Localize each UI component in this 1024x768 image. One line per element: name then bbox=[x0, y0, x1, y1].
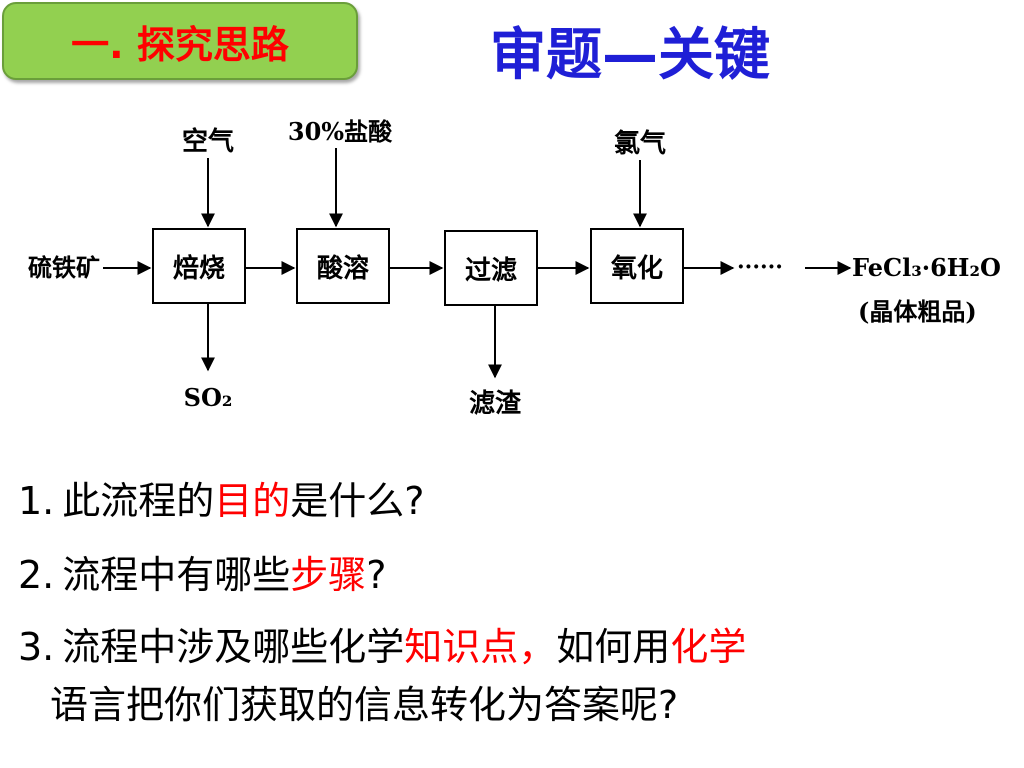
question-3: 3.流程中涉及哪些化学知识点，如何用化学 bbox=[18, 616, 746, 671]
reagent-air: 空气 bbox=[182, 126, 234, 157]
question-3-text-a: 流程中涉及哪些化学 bbox=[62, 625, 405, 669]
byproduct-so2: SO₂ bbox=[184, 383, 233, 412]
section-label: 一. 探究思路 bbox=[71, 22, 289, 67]
question-1-text-b: 是什么? bbox=[290, 479, 425, 523]
question-1-number: 1. bbox=[18, 479, 55, 523]
question-1-text-a: 此流程的 bbox=[62, 479, 215, 523]
input-label-ore: 硫铁矿 bbox=[28, 253, 100, 282]
question-2-text-a: 流程中有哪些 bbox=[62, 553, 291, 597]
question-1: 1.此流程的目的是什么? bbox=[18, 470, 424, 525]
question-2-highlight: 步骤 bbox=[290, 553, 367, 597]
section-badge: 一. 探究思路 bbox=[2, 2, 358, 80]
question-2-text-b: ? bbox=[366, 553, 387, 597]
question-3-text-b: 如何用 bbox=[556, 625, 671, 669]
step-box-filter bbox=[444, 230, 538, 306]
byproduct-residue: 滤渣 bbox=[469, 389, 522, 419]
question-1-highlight: 目的 bbox=[214, 479, 291, 523]
step-box-dissolve bbox=[296, 228, 390, 304]
product-note: (晶体粗品) bbox=[858, 297, 977, 326]
step-label-dissolve: 酸溶 bbox=[317, 253, 369, 284]
step-label-oxidize: 氧化 bbox=[610, 254, 663, 284]
flow-ellipsis: ······ bbox=[737, 254, 783, 280]
step-label-roast: 焙烧 bbox=[173, 253, 225, 284]
question-3-number: 3. bbox=[18, 625, 55, 669]
step-label-filter: 过滤 bbox=[465, 256, 517, 286]
page-title: 审题—关键 bbox=[490, 23, 770, 88]
question-2-number: 2. bbox=[18, 553, 55, 597]
question-3-highlight: 知识点， bbox=[404, 625, 557, 669]
question-3-highlight-2: 化学 bbox=[670, 625, 747, 669]
reagent-chlorine: 氯气 bbox=[614, 128, 666, 159]
product-formula: FeCl₃·6H₂O bbox=[852, 253, 1001, 282]
step-box-oxidize bbox=[590, 228, 684, 304]
reagent-hcl: 30%盐酸 bbox=[288, 117, 393, 146]
process-flow-diagram: 硫铁矿 焙烧 酸溶 过滤 氧化 ······ FeCl₃·6H₂O (晶体粗品)… bbox=[28, 117, 1001, 419]
question-3-line-2: 语言把你们获取的信息转化为答案呢? bbox=[50, 683, 679, 727]
step-box-roast bbox=[152, 228, 246, 304]
question-2: 2.流程中有哪些步骤? bbox=[18, 544, 386, 599]
